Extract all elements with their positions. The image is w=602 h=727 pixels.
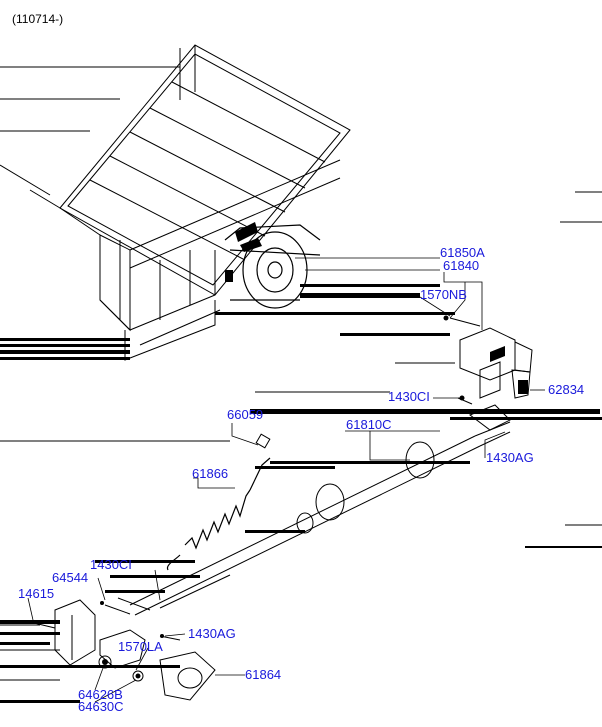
band [255, 466, 335, 469]
band [0, 642, 50, 645]
band [300, 293, 420, 298]
bed-inner [67, 53, 341, 286]
callout-64544[interactable]: 64544 [52, 570, 89, 585]
lever-bracket [54, 599, 96, 666]
band [270, 461, 470, 464]
callout-1430ci-left[interactable]: 1430CI [90, 557, 132, 572]
callout-61866[interactable]: 61866 [192, 466, 229, 481]
band [0, 665, 180, 668]
band [250, 409, 600, 414]
callout-1570la[interactable]: 1570LA [118, 639, 163, 654]
band [105, 590, 165, 593]
rod-boot [405, 441, 435, 479]
callout-61864[interactable]: 61864 [245, 667, 282, 682]
callout-14615[interactable]: 14615 [18, 586, 55, 601]
wheel-hub [256, 247, 294, 293]
callout-61810c[interactable]: 61810C [346, 417, 392, 432]
band [0, 338, 130, 341]
callout-1430ag-right[interactable]: 1430AG [486, 450, 534, 465]
band [110, 575, 200, 578]
clip-66059 [255, 433, 271, 449]
callout-61850a[interactable]: 61850A [440, 245, 485, 260]
brake-rod [129, 435, 476, 606]
bracket-61864 [159, 651, 216, 701]
bracket-62834 [511, 369, 531, 399]
wheel-center [267, 261, 283, 279]
band [340, 333, 450, 336]
callout-61840[interactable]: 61840 [443, 258, 480, 273]
band [0, 350, 130, 354]
band [0, 344, 130, 347]
band [95, 560, 195, 563]
callout-64630c[interactable]: 64630C [78, 699, 124, 714]
band [0, 357, 130, 360]
callout-64626b[interactable]: 64626B [78, 687, 123, 702]
bed-outline [59, 44, 351, 296]
band [245, 530, 305, 533]
band [300, 284, 440, 287]
callout-62834[interactable]: 62834 [548, 382, 585, 397]
return-spring [166, 457, 271, 571]
diagram-code: (110714-) [12, 12, 64, 26]
cable-bracket [459, 327, 516, 381]
band [0, 700, 80, 703]
band [215, 312, 455, 315]
callout-1570nb[interactable]: 1570NB [420, 287, 467, 302]
callout-1430ci-top[interactable]: 1430CI [388, 389, 430, 404]
callout-1430ag-left[interactable]: 1430AG [188, 626, 236, 641]
equalizer [468, 404, 511, 431]
callout-66059[interactable]: 66059 [227, 407, 264, 422]
band [450, 417, 602, 420]
band [0, 632, 60, 635]
